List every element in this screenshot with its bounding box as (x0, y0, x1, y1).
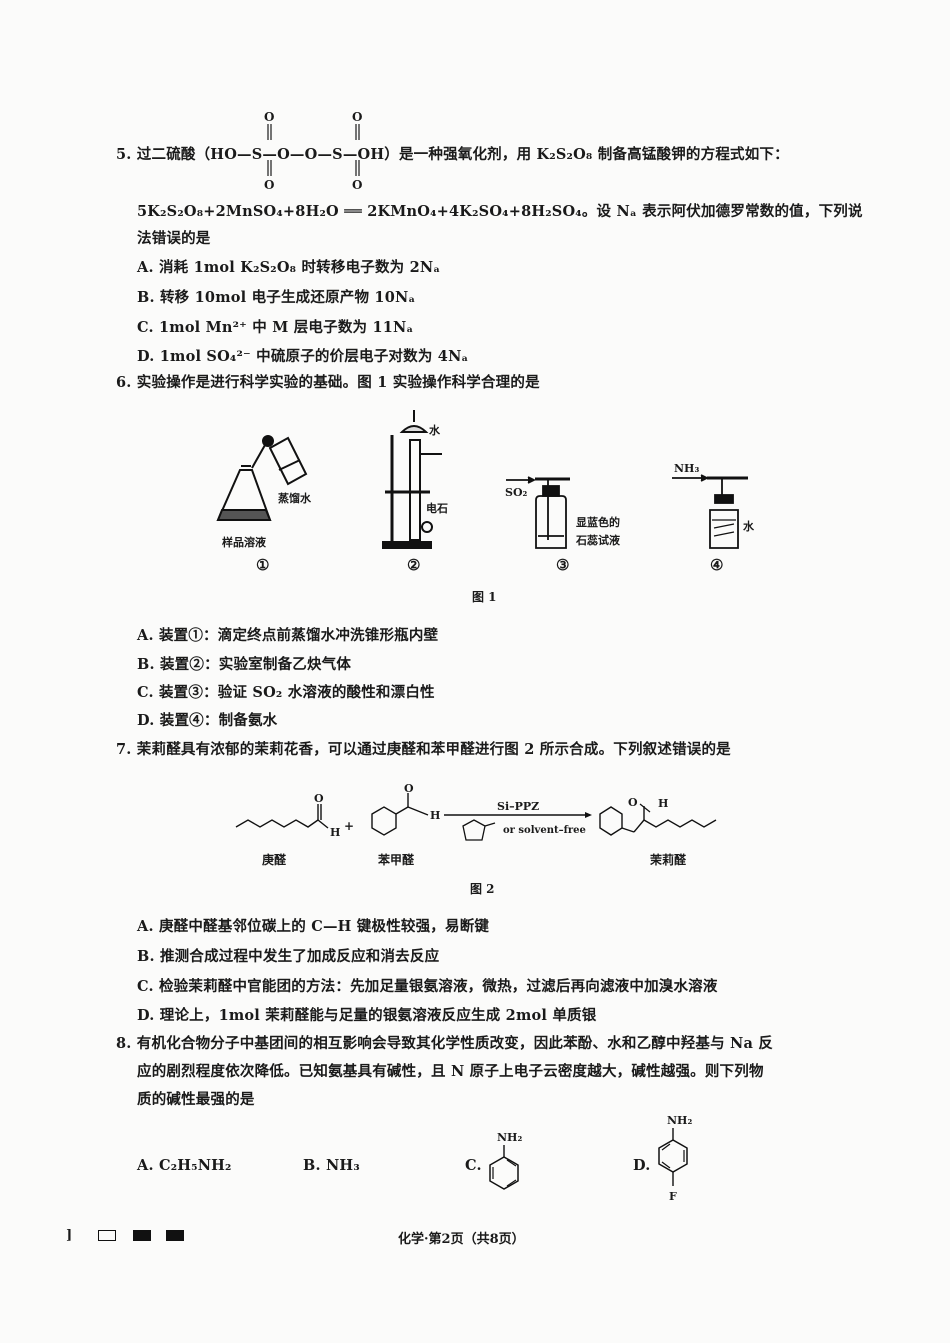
q5-structure-chain: —S—O—O—S— (237, 146, 358, 163)
figure-2-caption: 图 2 (470, 882, 495, 896)
peroxydisulfuric-acid-structure: O O O O (264, 110, 362, 192)
q8-option-b[interactable]: B. NH₃ (303, 1157, 360, 1174)
svg-text:O: O (264, 178, 274, 192)
q7-option-a[interactable]: A. 庚醛中醛基邻位碳上的 C—H 键极性较强，易断键 (137, 918, 490, 935)
q5-option-b[interactable]: B. 转移 10mol 电子生成还原产物 10Nₐ (137, 289, 416, 306)
svg-text:NH₃: NH₃ (674, 462, 699, 475)
q5-option-a[interactable]: A. 消耗 1mol K₂S₂O₈ 时转移电子数为 2Nₐ (137, 259, 441, 276)
q8-stem-line1: 8. 有机化合物分子中基团间的相互影响会导致其化学性质改变，因此苯酚、水和乙醇中… (116, 1035, 774, 1052)
q8-structures: NH₂ NH₂ F (489, 1114, 692, 1203)
q5-option-d[interactable]: D. 1mol SO₄²⁻ 中硫原子的价层电子对数为 4Nₐ (137, 348, 469, 365)
svg-text:NH₂: NH₂ (667, 1114, 692, 1127)
svg-text:石蕊试液: 石蕊试液 (575, 533, 621, 547)
footer-left-mark: ] (66, 1228, 73, 1243)
svg-text:显蓝色的: 显蓝色的 (576, 515, 620, 529)
svg-text:水: 水 (429, 423, 441, 437)
svg-text:O: O (352, 178, 362, 192)
benzaldehyde-ring (371, 806, 397, 836)
svg-text:O: O (352, 110, 362, 124)
device-3-gas-bottle (506, 476, 570, 549)
fluoroaniline-ring (658, 1139, 688, 1173)
q5-option-c[interactable]: C. 1mol Mn²⁺ 中 M 层电子数为 11Nₐ (137, 319, 414, 336)
svg-text:水: 水 (743, 519, 755, 533)
svg-text:①: ① (256, 556, 269, 574)
svg-text:茉莉醛: 茉莉醛 (650, 852, 687, 867)
q8-option-d[interactable]: D. (633, 1157, 651, 1174)
device-2-generator (382, 410, 442, 549)
q8-option-a[interactable]: A. C₂H₅NH₂ (137, 1157, 232, 1174)
svg-text:SO₂: SO₂ (505, 486, 528, 499)
svg-text:O: O (264, 110, 274, 124)
footer-mark-filled-1 (133, 1230, 151, 1241)
svg-text:②: ② (407, 556, 420, 574)
svg-text:F: F (669, 1190, 677, 1203)
device-4-absorber (672, 474, 748, 549)
q5-equation: 5K₂S₂O₈+2MnSO₄+8H₂O ══ 2KMnO₄+4K₂SO₄+8H₂… (137, 203, 863, 220)
q6-option-a[interactable]: A. 装置①：滴定终点前蒸馏水冲洗锥形瓶内壁 (137, 627, 439, 644)
q7-option-d[interactable]: D. 理论上，1mol 茉莉醛能与足量的银氨溶液反应生成 2mol 单质银 (137, 1007, 597, 1024)
heptanal-structure (235, 819, 319, 828)
q8-stem-line2: 应的剧烈程度依次降低。已知氨基具有碱性，且 N 原子上电子云密度越大，碱性越强。… (137, 1063, 764, 1080)
q8-option-c[interactable]: C. (465, 1157, 482, 1174)
svg-text:庚醛: 庚醛 (262, 852, 287, 867)
svg-text:H: H (658, 797, 668, 810)
svg-text:③: ③ (556, 556, 569, 574)
figure-2-reaction-scheme: O H + O H Si–PPZ or solvent–free O H 庚醛 … (235, 782, 717, 867)
svg-text:H: H (430, 809, 440, 822)
figure-1-caption: 图 1 (472, 590, 497, 604)
plus-sign: + (344, 819, 354, 833)
svg-text:Si–PPZ: Si–PPZ (497, 800, 539, 813)
q5-stem-line3: 法错误的是 (137, 230, 211, 247)
q5-intro-post: OH）是一种强氧化剂，用 K₂S₂O₈ 制备高锰酸钾的方程式如下： (357, 146, 789, 163)
q6-stem: 6. 实验操作是进行科学实验的基础。图 1 实验操作科学合理的是 (116, 374, 540, 391)
q7-stem: 7. 茉莉醛具有浓郁的茉莉花香，可以通过庚醛和苯甲醛进行图 2 所示合成。下列叙… (116, 741, 731, 758)
svg-text:苯甲醛: 苯甲醛 (377, 852, 415, 867)
aniline-ring (489, 1156, 519, 1190)
q8-stem-line3: 质的碱性最强的是 (137, 1091, 255, 1108)
svg-text:O: O (314, 792, 324, 805)
svg-text:④: ④ (710, 556, 723, 574)
q5-stem-line1: 5. 过二硫酸（HO—S—O—O—S—OH）是一种强氧化剂，用 K₂S₂O₈ 制… (116, 143, 789, 164)
q6-option-c[interactable]: C. 装置③：验证 SO₂ 水溶液的酸性和漂白性 (137, 684, 435, 701)
svg-text:电石: 电石 (426, 501, 448, 515)
q5-intro-pre: 过二硫酸（HO (136, 146, 238, 163)
svg-text:NH₂: NH₂ (497, 1131, 522, 1144)
q7-option-b[interactable]: B. 推测合成过程中发生了加成反应和消去反应 (137, 948, 440, 965)
footer-mark-hollow (98, 1230, 116, 1241)
q6-option-b[interactable]: B. 装置②：实验室制备乙炔气体 (137, 656, 352, 673)
svg-text:O: O (628, 796, 638, 809)
svg-text:H: H (330, 826, 340, 839)
svg-text:or solvent–free: or solvent–free (503, 825, 586, 836)
svg-text:蒸馏水: 蒸馏水 (278, 491, 312, 505)
q7-option-c[interactable]: C. 检验茉莉醛中官能团的方法：先加足量银氨溶液，微热，过滤后再向滤液中加溴水溶… (137, 978, 718, 995)
svg-text:样品溶液: 样品溶液 (222, 535, 267, 549)
footer-page-info: 化学·第2页（共8页） (398, 1232, 525, 1247)
q5-number: 5. (116, 146, 132, 163)
svg-text:O: O (404, 782, 414, 795)
footer-mark-filled-2 (166, 1230, 184, 1241)
figure-1-apparatus: 蒸馏水 样品溶液 ① 水 电石 ② SO₂ 显蓝色的 石蕊试液 ③ NH₃ (216, 410, 755, 574)
device-1-wash-bottle (216, 435, 308, 521)
q6-option-d[interactable]: D. 装置④：制备氨水 (137, 712, 278, 729)
